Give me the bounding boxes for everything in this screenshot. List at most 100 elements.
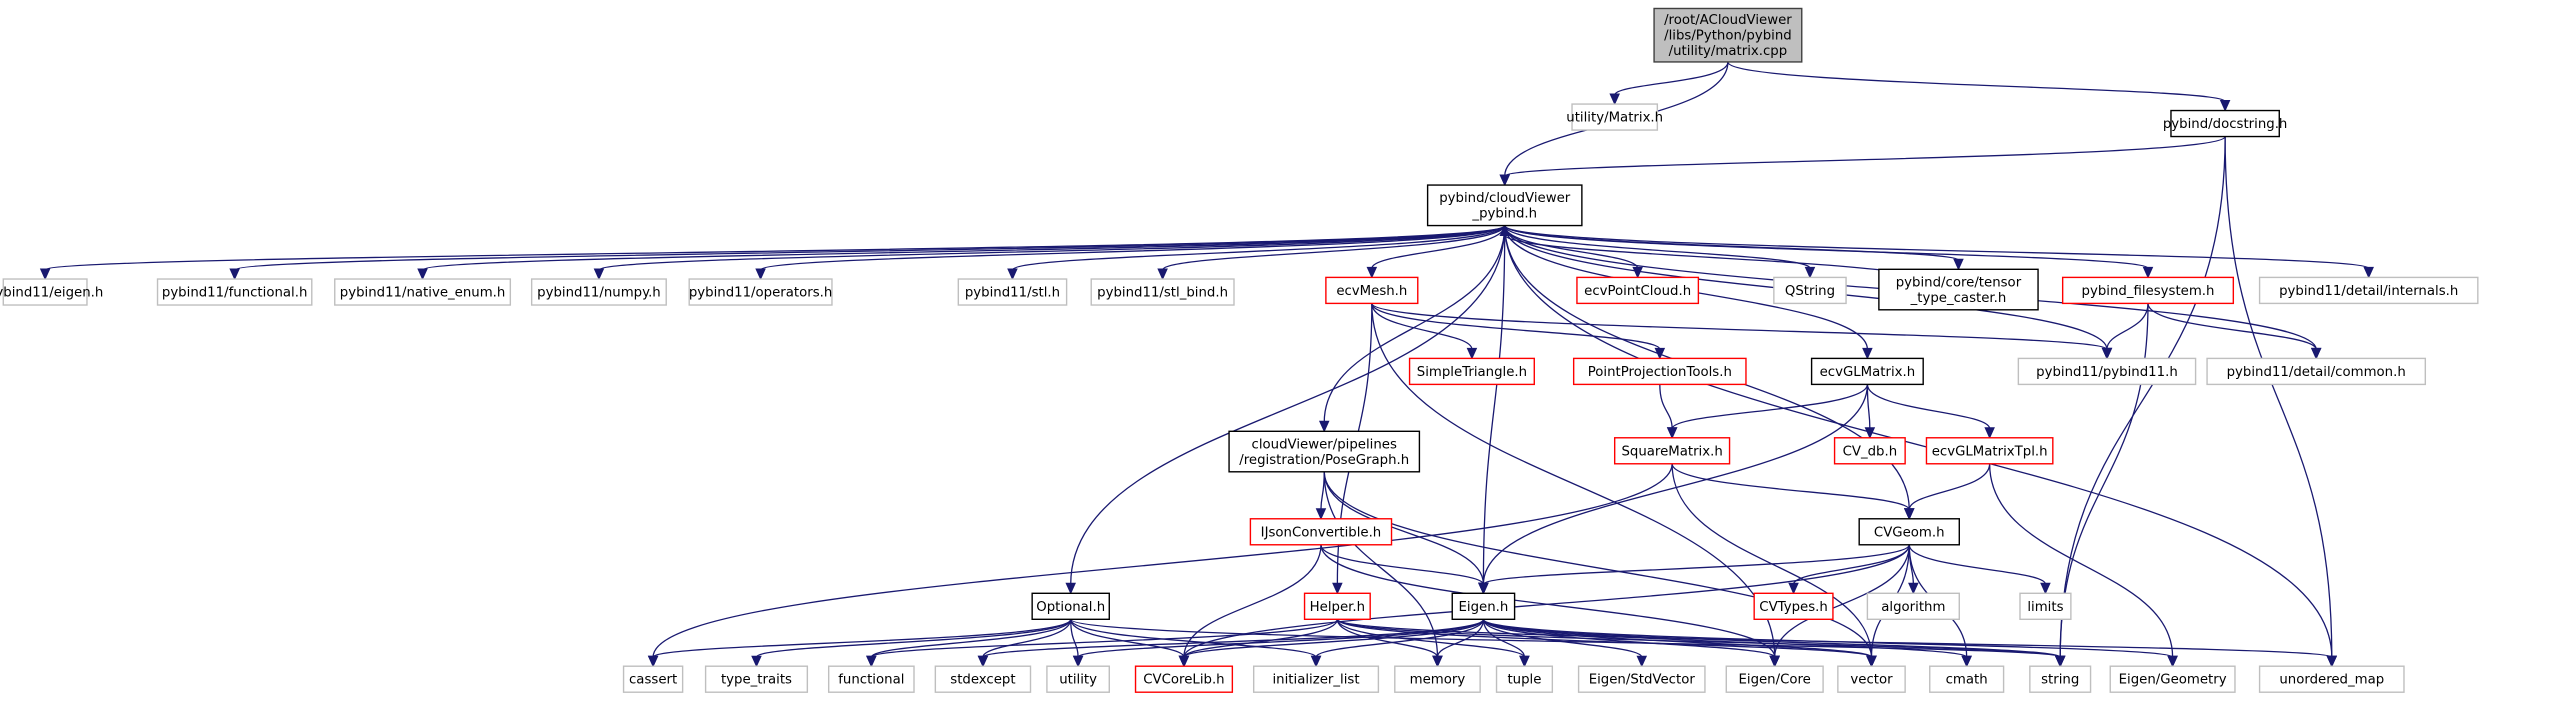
edge-line: [1323, 471, 1873, 658]
edge-line: [1504, 225, 2333, 658]
node-box: [622, 665, 684, 693]
node-label: SquareMatrix.h: [1621, 444, 1722, 459]
node-p11-eigen: pybind11/eigen.h: [0, 278, 103, 306]
edge-line: [1070, 619, 1079, 658]
node-tensor-caster[interactable]: pybind/core/tensor_type_caster.h: [1878, 268, 2039, 311]
edge-ecvGLMatrixTpl-to-CVGeom: [1903, 463, 1991, 520]
node-box: [1577, 665, 1706, 693]
edge-line: [1371, 302, 2108, 350]
edge-CVGeom-to-EigenH: [1478, 544, 1910, 595]
node-box: [1031, 592, 1110, 620]
edge-EigenH-to-Eigen_StdVector: [1482, 619, 1648, 668]
node-ecvglmatrix[interactable]: ecvGLMatrix.h: [1810, 357, 1924, 386]
edge-line: [1183, 618, 1485, 658]
node-box: [1090, 278, 1235, 306]
arrowhead-icon: [1318, 420, 1330, 433]
node-squarematrix[interactable]: SquareMatrix.h: [1613, 437, 1731, 465]
node-label: CVCoreLib.h: [1143, 673, 1224, 688]
arrowhead-icon: [1157, 268, 1168, 281]
node-label: type_traits: [721, 673, 792, 688]
edge-line: [1671, 463, 1910, 511]
node-cvtypes[interactable]: CVTypes.h: [1753, 592, 1834, 620]
node-box: [1866, 592, 1960, 620]
node-root: /root/ACloudViewer/libs/Python/pybind/ut…: [1653, 7, 1803, 63]
arrowhead-icon: [1499, 174, 1511, 187]
node-label: pybind11/pybind11.h: [2036, 365, 2178, 380]
node-posegraph[interactable]: cloudViewer/pipelines/registration/PoseG…: [1228, 430, 1421, 473]
node-cv-db[interactable]: CV_db.h: [1833, 437, 1906, 465]
edge-line: [1482, 619, 1526, 658]
node-label: limits: [2027, 600, 2063, 615]
node-cvcorelib[interactable]: CVCoreLib.h: [1134, 665, 1234, 693]
arrowhead-icon: [1366, 266, 1378, 279]
edge-EigenH-to-vector: [1482, 618, 1877, 668]
edge-line: [652, 618, 1072, 658]
arrowhead-icon: [1636, 655, 1648, 668]
edge-line: [1482, 544, 1910, 585]
edge-root-to-docstring: [1727, 61, 2231, 112]
node-label: /registration/PoseGraph.h: [1239, 453, 1409, 468]
arrowhead-icon: [1769, 655, 1780, 668]
edge-line: [1336, 618, 1873, 658]
edge-line: [1323, 471, 1439, 658]
edge-line: [44, 224, 1506, 271]
node-box: [1046, 665, 1110, 693]
node-vector: vector: [1837, 665, 1906, 693]
node-label: vector: [1850, 673, 1893, 688]
edge-CVGeom-to-limits: [1908, 544, 2051, 595]
node-box: [934, 665, 1032, 693]
node-pybind-fs[interactable]: pybind_filesystem.h: [2061, 276, 2235, 305]
arrowhead-icon: [417, 268, 428, 281]
node-label: cloudViewer/pipelines: [1252, 437, 1397, 452]
node-optional[interactable]: Optional.h: [1031, 592, 1110, 620]
node-pointprojectiontools[interactable]: PointProjectionTools.h: [1572, 357, 1747, 386]
node-box: [1426, 184, 1583, 227]
edge-line: [1011, 224, 1506, 271]
node-cvgeom[interactable]: CVGeom.h: [1858, 518, 1960, 546]
node-label: Eigen/Geometry: [2119, 673, 2227, 688]
node-helper[interactable]: Helper.h: [1303, 592, 1371, 620]
edge-line: [755, 618, 1072, 658]
edge-line: [1323, 471, 1485, 585]
node-ijsonconvertible[interactable]: IJsonConvertible.h: [1249, 518, 1393, 546]
node-ecvglmatrixtpl[interactable]: ecvGLMatrixTpl.h: [1925, 437, 2054, 465]
node-ecvmesh[interactable]: ecvMesh.h: [1325, 276, 1419, 305]
arrowhead-icon: [977, 655, 989, 668]
edge-line: [1183, 619, 1339, 658]
node-label: unordered_map: [2279, 673, 2384, 688]
edge-IJsonConvertible-to-EigenH: [1320, 544, 1489, 595]
node-p11-stl: pybind11/stl.h: [957, 278, 1068, 306]
edge-line: [1671, 384, 1869, 430]
edge-line: [1482, 618, 2061, 658]
node-utility: utility: [1046, 665, 1110, 693]
edge-line: [1482, 618, 1873, 658]
edge-line: [1070, 619, 1317, 658]
edge-line: [2224, 136, 2333, 658]
edge-line: [1482, 619, 1643, 658]
node-label: string: [2041, 673, 2079, 688]
edge-ecvMesh-to-SimpleTriangle: [1371, 303, 1478, 360]
node-cv-pybind[interactable]: pybind/cloudViewer_pybind.h: [1426, 184, 1583, 227]
edge-cv_pybind-to-PoseGraph: [1318, 225, 1506, 433]
node-box: [688, 278, 833, 306]
edge-Helper-to-functional: [866, 618, 1339, 668]
node-box: [957, 278, 1068, 306]
node-qstring: QString: [1773, 276, 1847, 305]
node-ecvpointcloud[interactable]: ecvPointCloud.h: [1576, 276, 1700, 305]
node-cassert: cassert: [622, 665, 684, 693]
node-label: CV_db.h: [1843, 444, 1898, 459]
node-eigenh[interactable]: Eigen.h: [1451, 592, 1516, 620]
node-box: [156, 278, 313, 306]
edge-EigenH-to-cmath: [1482, 618, 1972, 668]
edge-SquareMatrix-to-vector: [1671, 463, 1877, 668]
arrowhead-icon: [1961, 655, 1972, 668]
node-label: cmath: [1946, 673, 1988, 688]
node-box: [2170, 109, 2280, 138]
node-box: [2061, 276, 2235, 305]
arrowhead-icon: [1499, 224, 1511, 237]
edge-ecvGLMatrix-to-SquareMatrix: [1666, 384, 1869, 439]
edge-line: [1371, 303, 1776, 658]
node-docstring[interactable]: pybind/docstring.h: [2163, 109, 2288, 138]
node-simpletriangle[interactable]: SimpleTriangle.h: [1408, 357, 1535, 386]
